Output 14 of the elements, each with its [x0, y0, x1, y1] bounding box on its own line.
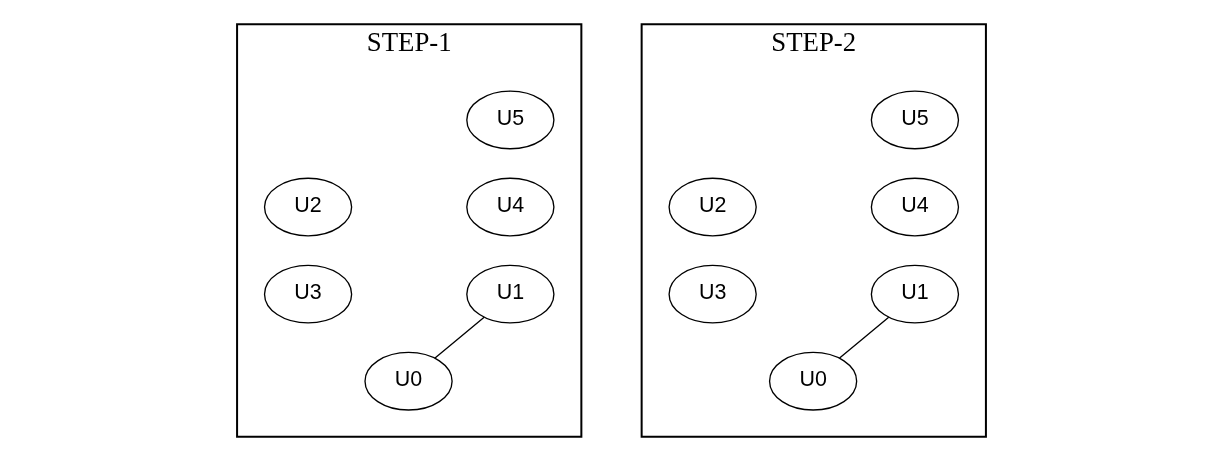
node-ellipse: U0	[768, 351, 858, 411]
node-ellipse: U3	[668, 264, 757, 324]
node-ellipse: U3	[263, 264, 353, 324]
connector	[434, 316, 485, 359]
node-ellipse: U4	[466, 177, 555, 237]
node-ellipse: U5	[870, 90, 960, 150]
node-ellipse: U5	[466, 90, 555, 150]
node-ellipse: U2	[263, 177, 353, 237]
node-ellipse: U1	[870, 264, 960, 324]
node-ellipse: U1	[466, 264, 555, 324]
node-ellipse: U0	[364, 351, 453, 411]
node-ellipse: U4	[870, 177, 960, 237]
connector	[838, 316, 890, 359]
node-ellipse: U2	[668, 177, 757, 237]
